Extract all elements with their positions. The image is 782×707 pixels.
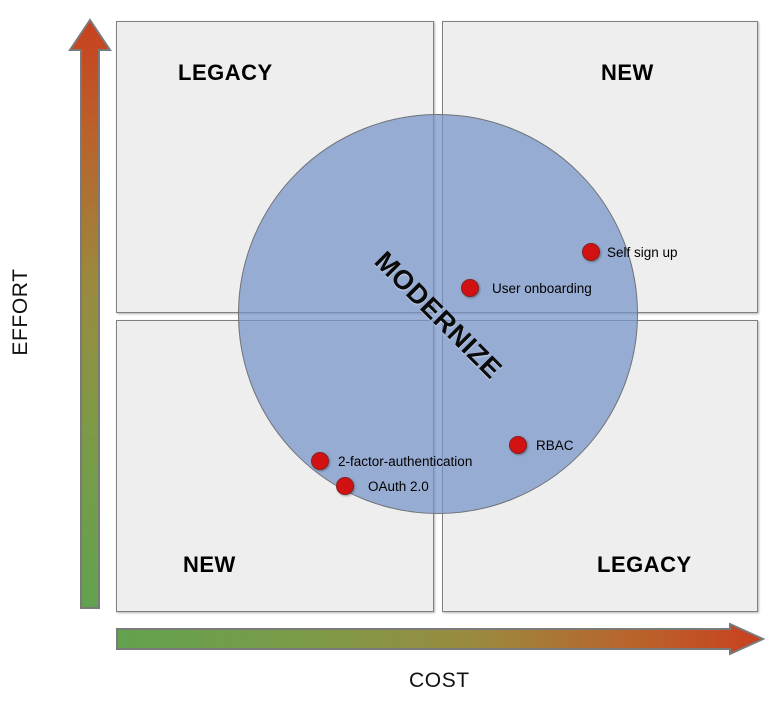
data-point-self-sign-up[interactable] — [582, 243, 600, 261]
axis-title-effort: EFFORT — [9, 268, 32, 356]
data-point-label-self-sign-up: Self sign up — [607, 245, 678, 260]
effort-axis-arrow-icon — [68, 18, 112, 609]
cost-axis-arrow-icon — [116, 622, 765, 656]
data-point-oauth-2-0[interactable] — [336, 477, 354, 495]
data-point-label-rbac: RBAC — [536, 438, 574, 453]
data-point-label-2-factor-authentication: 2-factor-authentication — [338, 454, 473, 469]
data-point-label-user-onboarding: User onboarding — [492, 281, 592, 296]
data-point-rbac[interactable] — [509, 436, 527, 454]
data-point-2-factor-authentication[interactable] — [311, 452, 329, 470]
modernize-circle[interactable] — [238, 114, 638, 514]
quadrant-label-bottom-left: NEW — [183, 552, 236, 577]
quadrant-label-top-left: LEGACY — [178, 60, 273, 85]
quadrant-label-top-right: NEW — [601, 60, 654, 85]
data-point-user-onboarding[interactable] — [461, 279, 479, 297]
data-point-label-oauth-2-0: OAuth 2.0 — [368, 479, 429, 494]
axis-title-cost: COST — [409, 669, 470, 692]
quadrant-label-bottom-right: LEGACY — [597, 552, 692, 577]
